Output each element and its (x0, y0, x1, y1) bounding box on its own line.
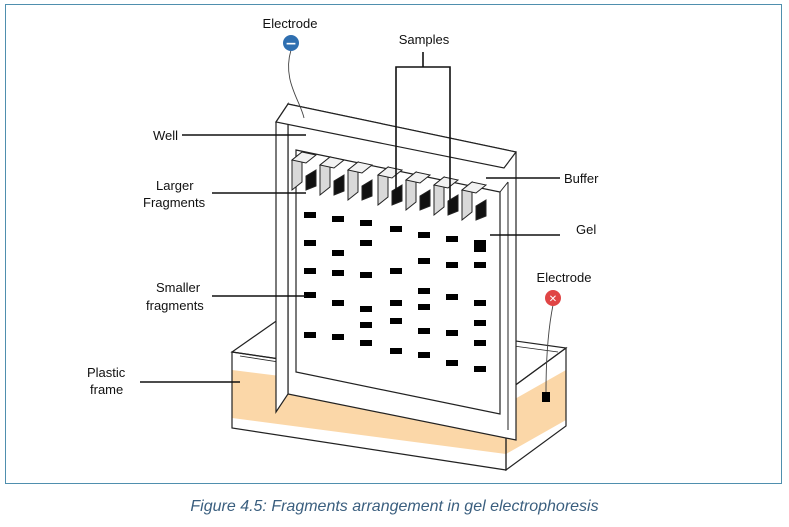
gel-front (295, 149, 501, 415)
glass-plate-side (275, 102, 289, 414)
smaller-fragments-label-2: fragments (146, 298, 204, 313)
well-tooth (290, 150, 318, 192)
well-tooth (346, 160, 374, 202)
electrophoresis-diagram: − ✕ Electrode Samples Well Larger Fragme… (87, 16, 599, 472)
dna-band (332, 250, 344, 256)
dna-band (360, 272, 372, 278)
dna-band (390, 300, 402, 306)
dna-band (390, 348, 402, 354)
dna-band (446, 360, 458, 366)
dna-band (474, 262, 486, 268)
positive-electrode-symbol: ✕ (549, 294, 557, 305)
dna-band (474, 246, 486, 252)
negative-electrode-icon (283, 35, 299, 51)
plastic-frame-label-2: frame (90, 382, 123, 397)
dna-band (418, 328, 430, 334)
negative-electrode-symbol: − (285, 36, 297, 52)
dna-band (474, 366, 486, 372)
well-label: Well (153, 128, 178, 143)
dna-band (360, 340, 372, 346)
glass-edge (499, 181, 509, 193)
dna-bands (304, 212, 486, 372)
dna-band (418, 258, 430, 264)
electrode-top-label: Electrode (263, 16, 318, 31)
dna-band (418, 352, 430, 358)
dna-band (418, 304, 430, 310)
well-tooth (376, 165, 404, 207)
dna-band (332, 334, 344, 340)
dna-band (332, 270, 344, 276)
dna-band (304, 212, 316, 218)
wells (290, 150, 488, 222)
dna-band (474, 300, 486, 306)
dna-band (360, 220, 372, 226)
dna-band (474, 320, 486, 326)
plastic-frame-label-1: Plastic (87, 365, 126, 380)
dna-band (360, 322, 372, 328)
smaller-fragments-label-1: Smaller (156, 280, 201, 295)
dna-band (360, 240, 372, 246)
dna-band (474, 340, 486, 346)
dna-band (332, 300, 344, 306)
well-tooth (404, 170, 432, 212)
electrode-right-label: Electrode (537, 270, 592, 285)
negative-electrode-wire (288, 49, 305, 119)
tank-right-face (505, 346, 567, 472)
positive-electrode-wire (545, 304, 554, 393)
dna-band (304, 332, 316, 338)
dna-band (360, 306, 372, 312)
figure-frame (5, 4, 782, 484)
buffer-label: Buffer (564, 171, 599, 186)
dna-band (474, 240, 486, 246)
larger-fragments-label-2: Fragments (143, 195, 206, 210)
dna-band (304, 268, 316, 274)
positive-electrode-plate (542, 392, 550, 402)
dna-band (446, 330, 458, 336)
dna-band (390, 268, 402, 274)
well-tooth (432, 175, 460, 217)
dna-band (446, 262, 458, 268)
dna-band (390, 226, 402, 232)
well-tooth (318, 155, 346, 197)
dna-band (418, 288, 430, 294)
dna-band (390, 318, 402, 324)
dna-band (304, 240, 316, 246)
dna-band (446, 236, 458, 242)
gel-label: Gel (576, 222, 596, 237)
dna-band (418, 232, 430, 238)
samples-label: Samples (399, 32, 450, 47)
dna-band (304, 292, 316, 298)
figure-caption: Figure 4.5: Fragments arrangement in gel… (190, 498, 599, 515)
dna-band (446, 294, 458, 300)
dna-band (332, 216, 344, 222)
larger-fragments-label-1: Larger (156, 178, 194, 193)
well-tooth (460, 180, 488, 222)
positive-electrode-icon (545, 290, 561, 306)
